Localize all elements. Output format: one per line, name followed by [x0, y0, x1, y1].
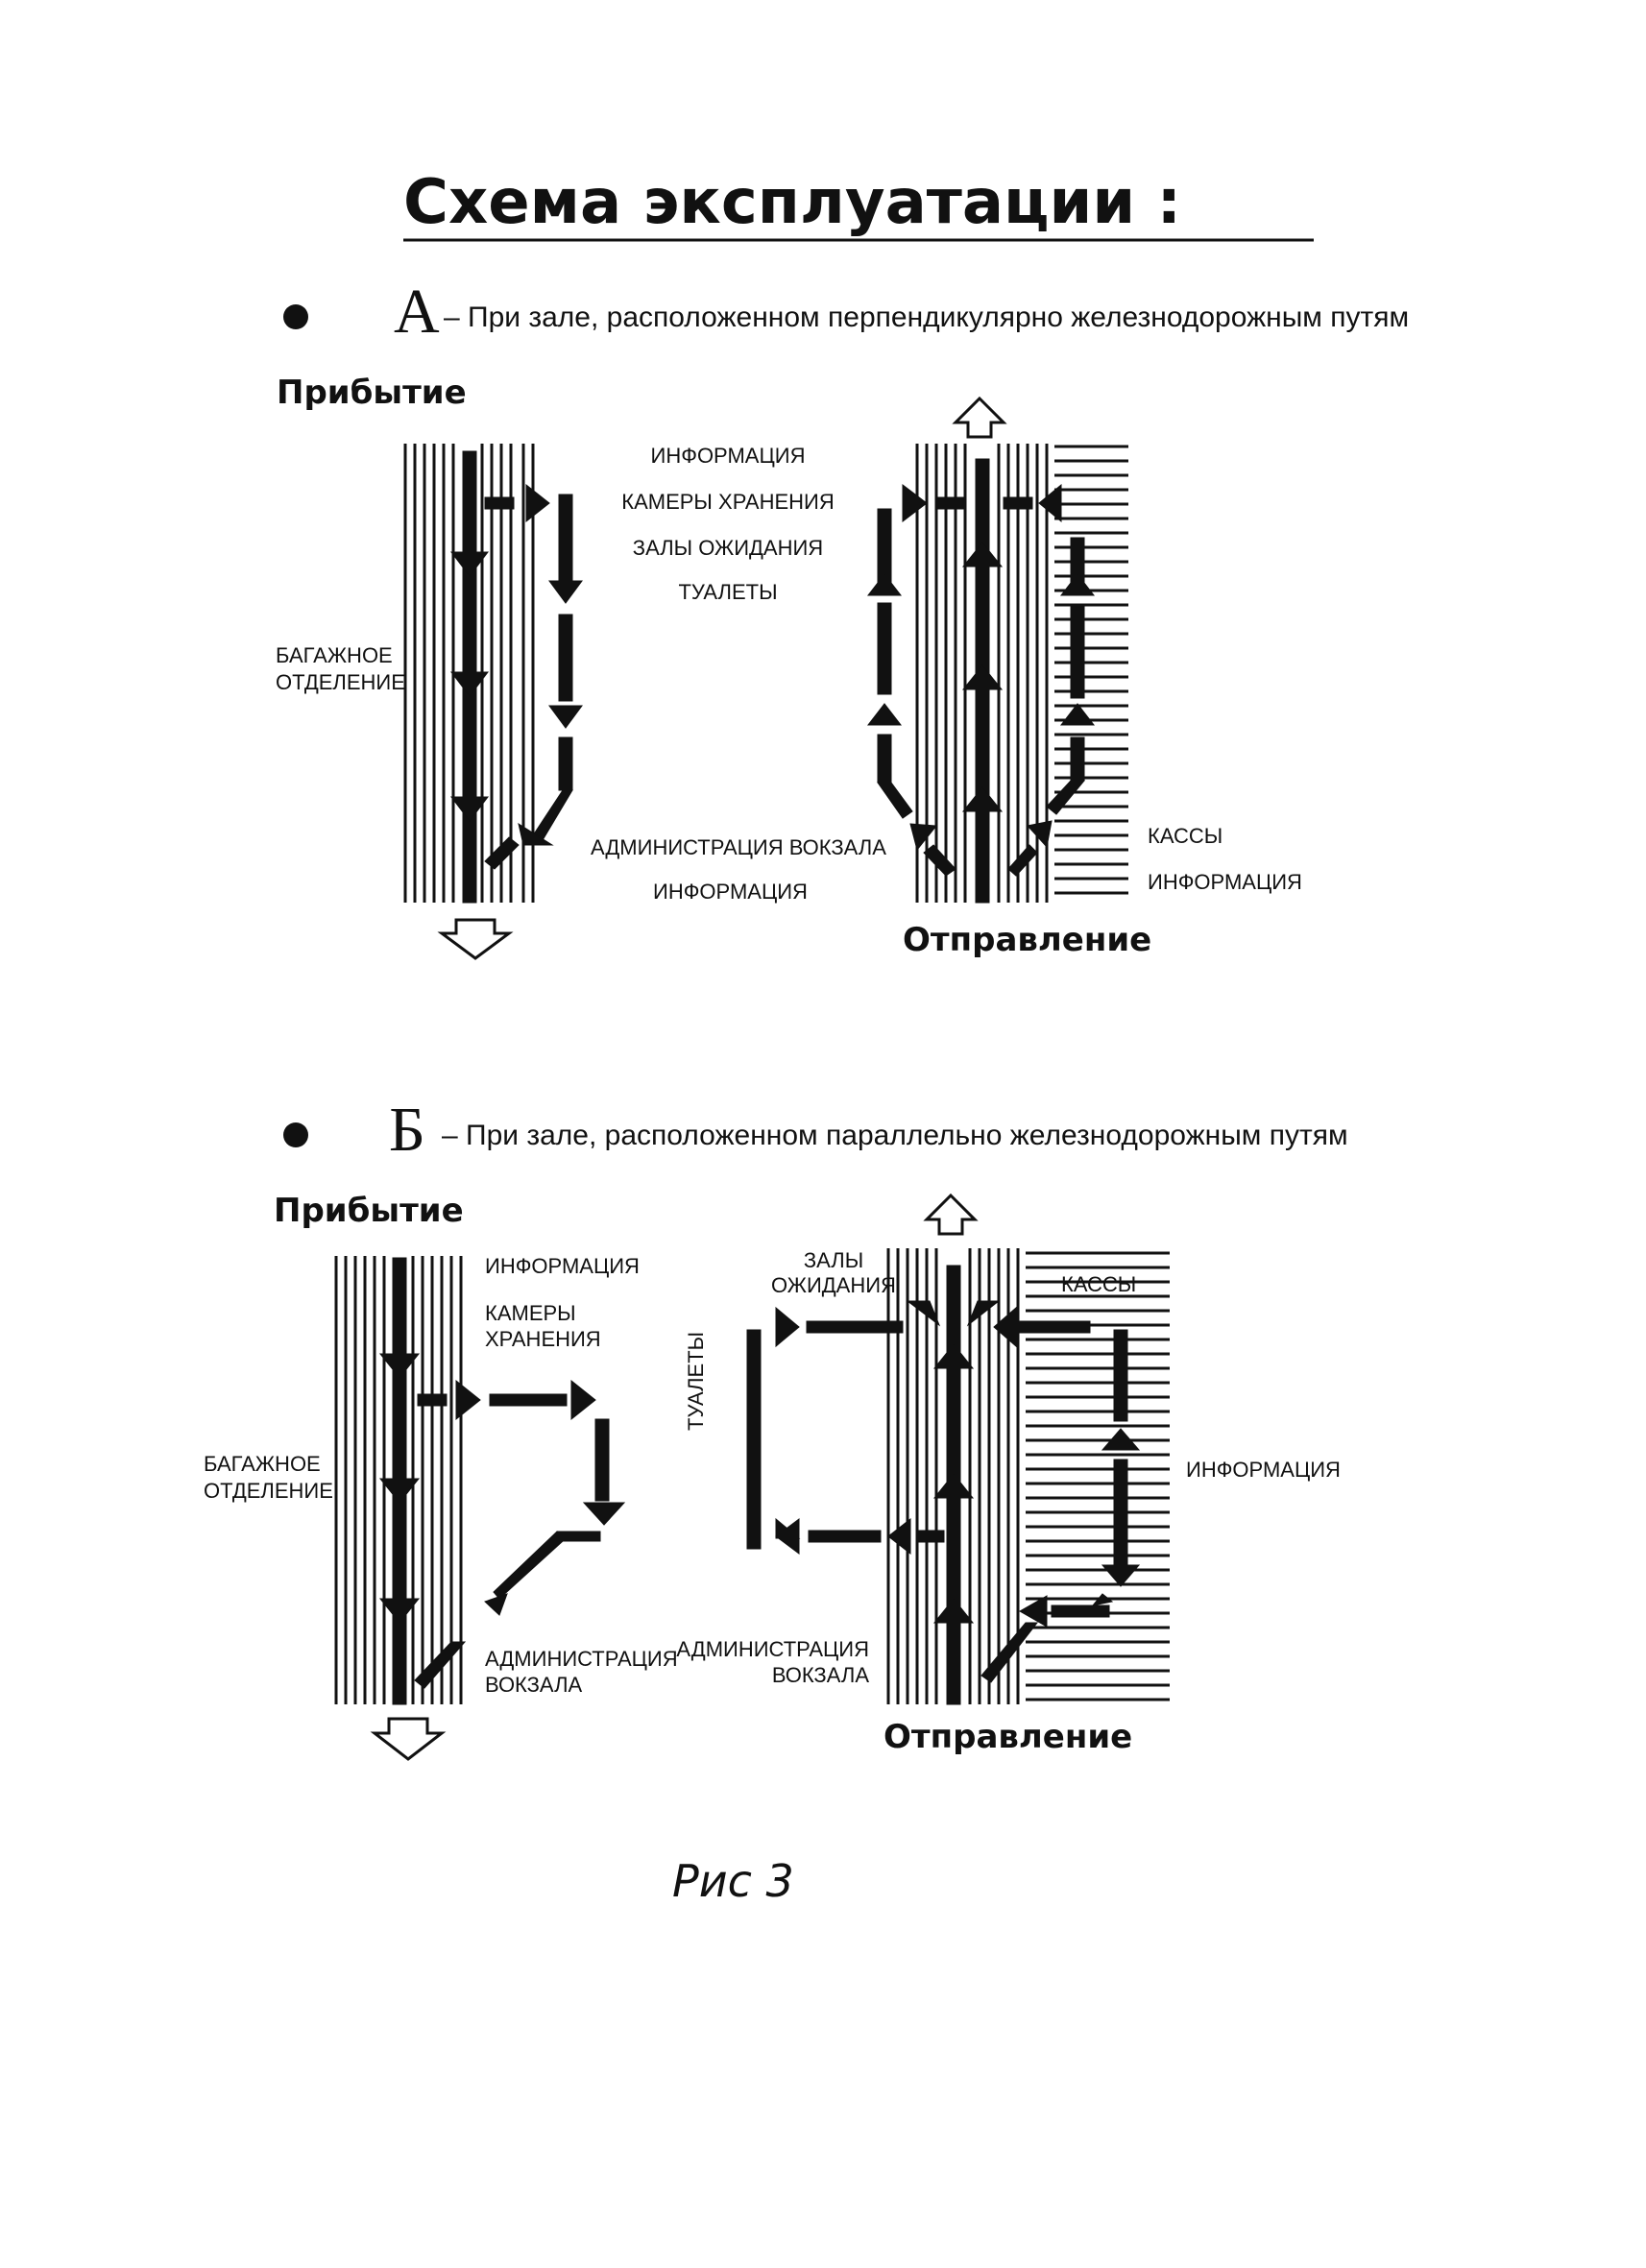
section-a-departure-heading: Отправление: [903, 921, 1151, 959]
departure-exit-arrow-icon: [952, 396, 1007, 439]
section-b-arrival-heading: Прибытие: [274, 1192, 464, 1230]
b-label-storage-2: ХРАНЕНИЯ: [485, 1327, 601, 1351]
b-baggage-label-2: ОТДЕЛЕНИЕ: [204, 1479, 333, 1503]
departure-exit-arrow-icon: [923, 1193, 979, 1236]
b-label-admin-1: АДМИНИСТРАЦИЯ: [485, 1647, 678, 1671]
arrival-exit-arrow-icon: [437, 918, 514, 960]
a-label-waiting: ЗАЛЫ ОЖИДАНИЯ: [633, 536, 823, 560]
bullet-icon: [283, 1122, 308, 1147]
section-b-departure-flow: [746, 1265, 1141, 1705]
section-b-cashier-hatch: [1026, 1251, 1170, 1701]
figure-caption: Рис 3: [672, 1855, 794, 1907]
section-a-arrival-tracks: [403, 444, 535, 903]
b-label-info: ИНФОРМАЦИЯ: [485, 1254, 640, 1278]
b-label-right-admin-2: ВОКЗАЛА: [772, 1663, 870, 1687]
page-title: Схема эксплуатации :: [403, 167, 1181, 238]
section-b-text: – При зале, расположенном параллельно же…: [442, 1120, 1348, 1151]
section-a-departure-tracks: [915, 444, 1049, 903]
b-label-right-admin-1: АДМИНИСТРАЦИЯ: [676, 1637, 869, 1661]
section-a-cashier-hatch: [1054, 445, 1128, 895]
b-label-waiting-2: ОЖИДАНИЯ: [771, 1273, 896, 1297]
b-label-admin-2: ВОКЗАЛА: [485, 1673, 583, 1697]
a-baggage-label-1: БАГАЖНОЕ: [276, 643, 393, 667]
a-label-admin: АДМИНИСТРАЦИЯ ВОКЗАЛА: [591, 835, 886, 859]
b-baggage-label-1: БАГАЖНОЕ: [204, 1452, 321, 1476]
section-a-arrival-flow: [449, 450, 583, 904]
arrival-exit-arrow-icon: [370, 1717, 447, 1761]
section-b-arrival-flow: [378, 1257, 626, 1705]
section-a-departure-flow: [866, 458, 1096, 904]
a-baggage-label-2: ОТДЕЛЕНИЕ: [276, 670, 405, 694]
b-label-toilets: ТУАЛЕТЫ: [684, 1332, 708, 1431]
section-b-letter: Б: [389, 1095, 425, 1165]
bullet-icon: [283, 304, 308, 329]
b-label-right-info: ИНФОРМАЦИЯ: [1186, 1458, 1341, 1482]
b-label-waiting-1: ЗАЛЫ: [804, 1248, 863, 1272]
b-label-storage-1: КАМЕРЫ: [485, 1301, 576, 1325]
a-label-storage: КАМЕРЫ ХРАНЕНИЯ: [621, 490, 834, 514]
a-label-toilets: ТУАЛЕТЫ: [678, 580, 777, 604]
a-label-info2: ИНФОРМАЦИЯ: [653, 880, 808, 904]
b-label-cashier: КАССЫ: [1061, 1272, 1136, 1296]
section-a-text: – При зале, расположенном перпендикулярн…: [444, 302, 1409, 333]
a-label-cashier: КАССЫ: [1148, 824, 1222, 848]
section-a-arrival-heading: Прибытие: [277, 374, 467, 412]
a-label-info: ИНФОРМАЦИЯ: [651, 444, 806, 468]
section-a-letter: А: [394, 277, 440, 347]
section-b-departure-heading: Отправление: [884, 1718, 1132, 1756]
a-label-right-info: ИНФОРМАЦИЯ: [1148, 870, 1302, 894]
section-b-departure-tracks: [886, 1248, 1020, 1704]
